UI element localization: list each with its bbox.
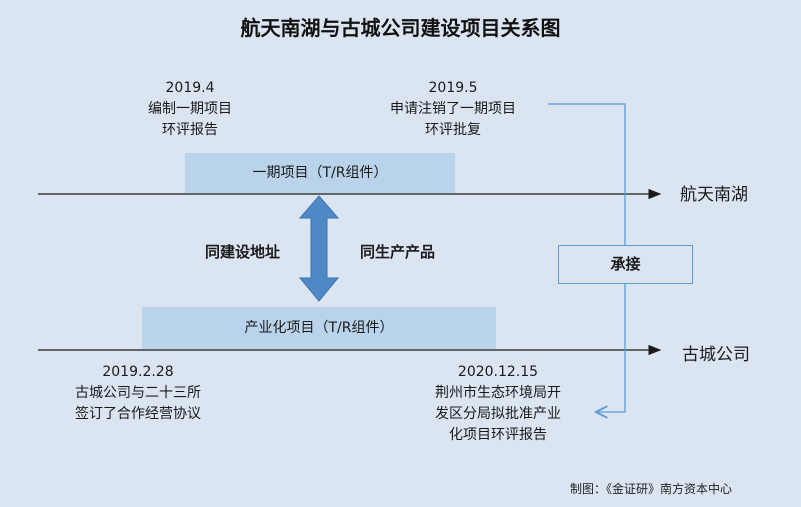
label-same-address: 同建设地址 <box>205 243 281 261</box>
lane-label-gucheng: 古城公司 <box>682 345 750 365</box>
event-line: 古城公司与二十三所 <box>75 385 201 401</box>
event-line: 申请注销了一期项目 <box>390 101 516 117</box>
event-date: 2019.2.28 <box>102 364 174 380</box>
event-line: 编制一期项目 <box>148 101 232 117</box>
relation-box: 承接 <box>558 245 693 284</box>
event-line: 化项目环评报告 <box>449 427 547 443</box>
event-date: 2019.5 <box>428 80 478 96</box>
lane-label-hangtian: 航天南湖 <box>680 185 748 205</box>
event-2019-4: 2019.4 编制一期项目 环评报告 <box>130 78 250 141</box>
event-date: 2020.12.15 <box>457 364 539 380</box>
project-box-phase1: 一期项目（T/R组件） <box>185 153 455 193</box>
event-line: 环评批复 <box>425 122 481 138</box>
label-same-product: 同生产产品 <box>360 243 436 261</box>
event-2019-2-28: 2019.2.28 古城公司与二十三所 签订了合作经营协议 <box>48 362 228 425</box>
project-box-industrial: 产业化项目（T/R组件） <box>142 307 496 349</box>
credit-text: 制图：《金证研》南方资本中心 <box>570 482 733 496</box>
diagram-title: 航天南湖与古城公司建设项目关系图 <box>240 16 561 40</box>
event-2019-5: 2019.5 申请注销了一期项目 环评批复 <box>362 78 544 141</box>
event-date: 2019.4 <box>165 80 215 96</box>
event-2020-12-15: 2020.12.15 荆州市生态环境局开 发区分局拟批准产业 化项目环评报告 <box>408 362 588 446</box>
event-line: 环评报告 <box>162 122 218 138</box>
event-line: 发区分局拟批准产业 <box>435 406 561 422</box>
event-line: 签订了合作经营协议 <box>75 406 201 422</box>
double-arrow-icon <box>298 195 340 302</box>
event-line: 荆州市生态环境局开 <box>435 385 561 401</box>
